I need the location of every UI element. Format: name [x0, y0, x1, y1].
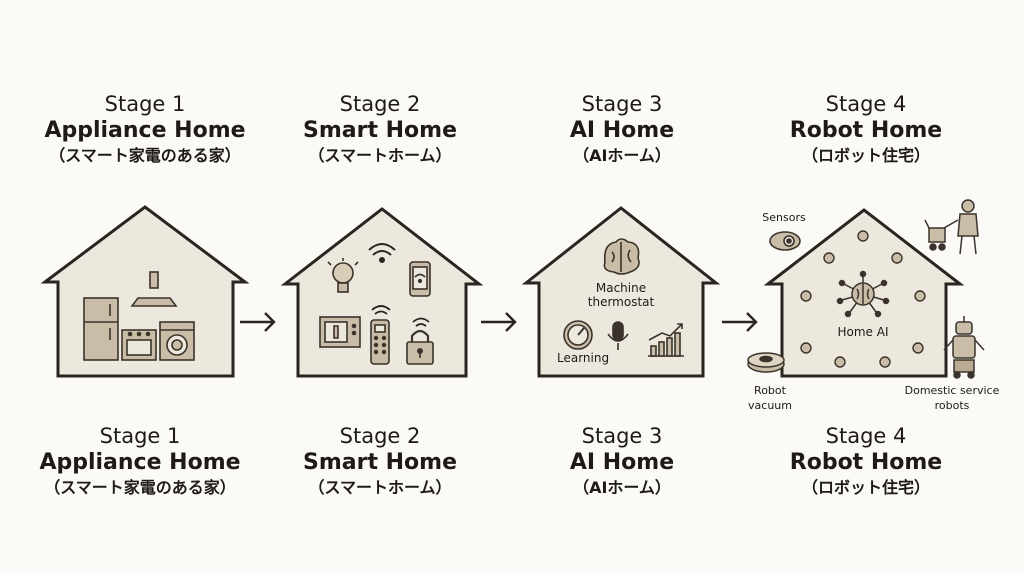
range-hood-icon: [130, 271, 178, 307]
stage2-caption-bottom: Stage 2 Smart Home （スマートホーム）: [260, 424, 500, 498]
washing-machine-icon: [159, 321, 195, 361]
stage-number: Stage 4: [825, 424, 907, 448]
lightbulb-icon: [327, 258, 359, 293]
gauge-icon: [563, 320, 593, 350]
remote-control-icon: [370, 319, 390, 365]
stage-number: Stage 1: [99, 424, 181, 448]
camera-sensor-icon: [769, 231, 801, 251]
stage-japanese: （AIホーム）: [573, 478, 671, 498]
stage-japanese: （スマート家電のある家）: [44, 478, 236, 498]
stage-title: Smart Home: [302, 450, 457, 476]
oven-icon: [121, 329, 157, 361]
stage-title: Robot Home: [789, 118, 943, 144]
stage-number: Stage 3: [581, 92, 663, 116]
stage3-caption-bottom: Stage 3 AI Home （AIホーム）: [502, 424, 742, 498]
chart-growth-icon: [648, 323, 684, 357]
arrow-right-icon: [240, 312, 276, 332]
machine-label: Machine: [596, 281, 646, 295]
stage-number: Stage 3: [581, 424, 663, 448]
robot-vacuum-icon: [747, 352, 785, 373]
domestic-robots-label-2: robots: [935, 399, 970, 412]
stage4-caption-top: Stage 4 Robot Home （ロボット住宅）: [746, 92, 986, 166]
smartphone-icon: [409, 261, 431, 297]
brain-icon: [603, 238, 640, 275]
domestic-robots-label: Domestic service: [905, 384, 1000, 397]
learning-label: Learning: [557, 351, 609, 365]
stage1-caption-top: Stage 1 Appliance Home （スマート家電のある家）: [25, 92, 265, 166]
thermostat-label: thermostat: [588, 295, 655, 309]
lock-icon: [406, 329, 434, 365]
sensor-node-icon: [800, 230, 926, 368]
stage1-caption-bottom: Stage 1 Appliance Home （スマート家電のある家）: [20, 424, 260, 498]
wifi-icon: [412, 317, 430, 327]
home-ai-label: Home AI: [838, 325, 889, 339]
stage-title: Appliance Home: [44, 118, 246, 144]
microphone-icon: [607, 321, 629, 350]
arrow-right-icon: [481, 312, 517, 332]
microwave-icon: [319, 316, 361, 348]
stage-japanese: （ロボット住宅）: [801, 478, 930, 498]
stage-japanese: （スマートホーム）: [308, 146, 452, 166]
stage-japanese: （ロボット住宅）: [801, 146, 930, 166]
home-ai-brain-icon: [836, 270, 890, 318]
stage-number: Stage 2: [339, 92, 421, 116]
fridge-icon: [83, 297, 119, 361]
stage-japanese: （AIホーム）: [573, 146, 671, 166]
stage-title: AI Home: [569, 450, 675, 476]
stage-japanese: （スマートホーム）: [308, 478, 452, 498]
arrow-right-icon: [722, 312, 758, 332]
service-robot-icon: [943, 316, 985, 379]
wifi-icon: [368, 243, 396, 263]
robot-vacuum-label-2: vacuum: [748, 399, 792, 412]
stage3-caption-top: Stage 3 AI Home （AIホーム）: [502, 92, 742, 166]
stage-number: Stage 2: [339, 424, 421, 448]
stage-number: Stage 1: [104, 92, 186, 116]
stage-title: AI Home: [569, 118, 675, 144]
robot-vacuum-label: Robot: [754, 384, 787, 397]
stage4-caption-bottom: Stage 4 Robot Home （ロボット住宅）: [746, 424, 986, 498]
stage-title: Robot Home: [789, 450, 943, 476]
stage-title: Smart Home: [302, 118, 457, 144]
stage-japanese: （スマート家電のある家）: [49, 146, 241, 166]
stage-number: Stage 4: [825, 92, 907, 116]
stage-title: Appliance Home: [39, 450, 241, 476]
sensors-label: Sensors: [762, 211, 806, 224]
wifi-icon: [371, 305, 391, 315]
stage2-caption-top: Stage 2 Smart Home （スマートホーム）: [260, 92, 500, 166]
humanoid-robot-pushing-cart-icon: [924, 199, 979, 255]
